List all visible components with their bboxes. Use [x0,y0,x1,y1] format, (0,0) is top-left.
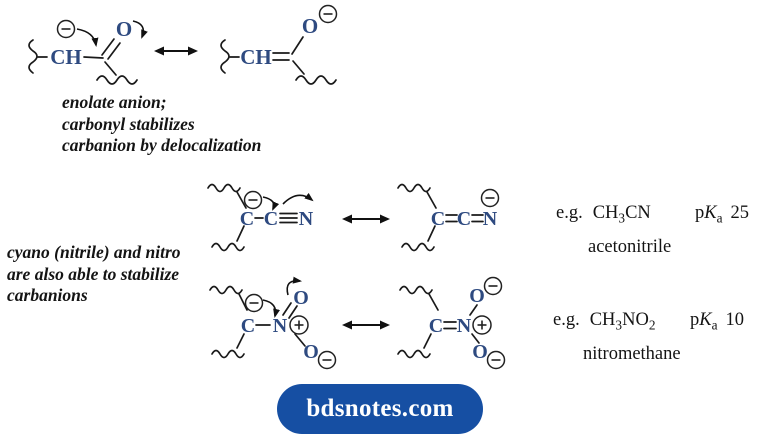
cyano-nitro-caption: cyano (nitrile) and nitro are also able … [7,242,181,307]
caption-line: carbanion by delocalization [62,135,262,155]
atom-label-n: N [273,315,288,337]
nitro-carbanion-structure: C N O O [209,276,337,370]
badge-label: bdsnotes.com [306,395,454,422]
cyano-carbanion-structure: C C N [207,183,314,252]
formula-acetonitrile: CH3CN [592,203,651,226]
curved-arrow-icon [76,28,99,47]
atom-label-ch: CH [240,45,272,69]
nitromethane-name: nitromethane [583,344,681,364]
atom-label-o: O [302,14,318,38]
minus-charge-icon [486,350,506,370]
enolate-anion-structure: CH O [220,4,338,85]
minus-charge-icon [480,188,500,208]
curved-arrow-icon [262,196,280,211]
eg-label: e.g. [553,310,580,330]
atom-label-c: C [457,208,471,230]
squiggle-bond-icon [96,75,138,85]
resonance-arrow-icon [342,214,390,224]
atom-label-n: N [457,315,472,337]
nitromethane-example-line: e.g. CH3NO2 [553,310,655,334]
caption-line: carbanions [7,285,88,305]
pka-value: 10 [725,310,745,330]
atom-label-c: C [431,208,445,230]
atom-label-o: O [469,285,485,307]
squiggle-bond-icon [397,183,431,193]
atom-label-n: N [483,208,498,230]
atom-label-o: O [293,287,309,309]
squiggle-bond-icon [207,183,241,193]
plus-charge-icon [289,315,309,335]
caption-line: are also able to stabilize [7,263,180,284]
nitronate-anion-structure: C N O O [397,276,506,370]
squiggle-bond-icon [401,242,435,252]
atom-label-n: N [299,208,314,230]
eg-label: e.g. [556,203,583,223]
formula-nitromethane: CH3NO2 [589,310,656,333]
resonance-arrow-icon [342,320,390,330]
squiggle-bond-icon [397,349,431,359]
caption-line: carbonyl stabilizes [62,113,195,134]
atom-label-ch: CH [50,45,82,69]
plus-charge-icon [472,315,492,335]
atom-label-c: C [241,315,255,337]
minus-charge-icon [243,190,263,210]
acetonitrile-example-line: e.g. CH3CN [556,203,651,227]
atom-label-c: C [429,315,443,337]
enolate-caption: enolate anion; carbonyl stabilizes carba… [62,92,261,157]
curved-arrow-icon [286,276,302,296]
minus-charge-icon [56,19,76,39]
curved-arrow-icon [132,20,148,39]
atom-label-o: O [472,341,488,363]
caption-line: cyano (nitrile) and nitro [7,242,181,262]
squiggle-bond-icon [295,75,337,85]
squiggle-bond-icon [399,285,433,295]
bdsnotes-badge[interactable]: bdsnotes.com [277,384,483,434]
atom-label-o: O [116,17,132,41]
minus-charge-icon [483,276,503,296]
atom-label-c: C [264,208,278,230]
squiggle-bond-icon [211,349,245,359]
squiggle-bond-icon [209,285,243,295]
enolate-carbanion-structure: CH O [28,17,148,85]
minus-charge-icon [244,293,264,313]
atom-label-c: C [240,208,254,230]
squiggle-bond-icon [220,39,230,74]
squiggle-bond-icon [211,242,245,252]
resonance-arrow-icon [154,46,198,56]
curved-arrow-icon [262,299,280,318]
pka-value: 25 [730,203,750,223]
curved-arrow-icon [282,192,314,205]
ketenimine-anion-structure: C C N [397,183,500,252]
caption-line: enolate anion; [62,92,167,112]
acetonitrile-name: acetonitrile [588,237,672,257]
minus-charge-icon [318,4,338,24]
atom-label-o: O [303,341,319,363]
minus-charge-icon [317,350,337,370]
squiggle-bond-icon [28,39,38,74]
